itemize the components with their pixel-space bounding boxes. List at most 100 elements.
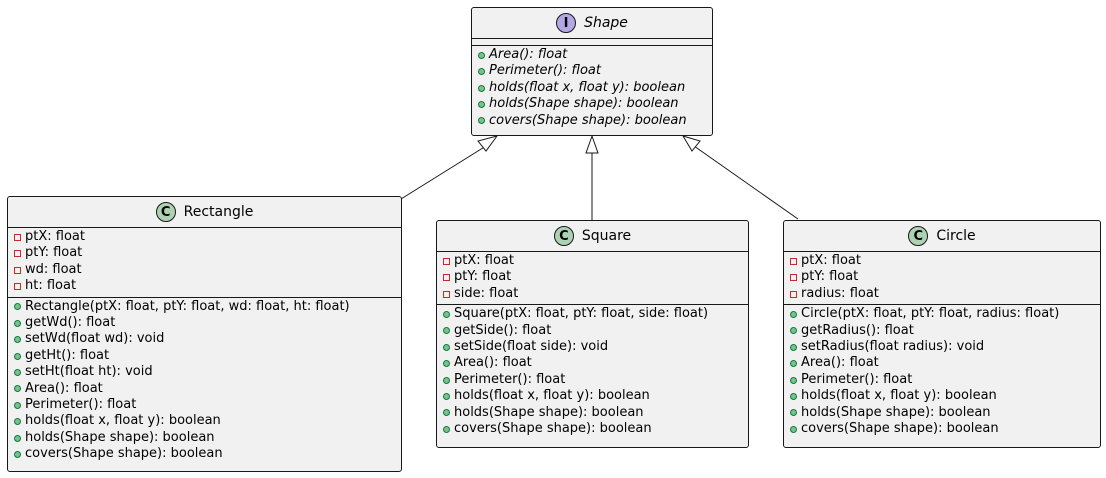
method-row: getSide(): float	[437, 323, 748, 339]
public-visibility-icon	[478, 68, 485, 76]
public-visibility-icon	[443, 425, 450, 433]
square-generalization-arrowhead	[585, 134, 599, 154]
field-row: ptX: float	[437, 253, 748, 269]
public-visibility-icon	[478, 117, 485, 125]
shape-interface-name: Shape	[584, 15, 628, 31]
method-row: setSide(float side): void	[437, 339, 748, 355]
public-visibility-icon	[790, 392, 797, 400]
public-visibility-icon	[790, 343, 797, 351]
public-visibility-icon	[14, 418, 21, 426]
square-class-header: C Square	[437, 221, 748, 252]
public-visibility-icon	[14, 450, 21, 458]
method-row: setRadius(float radius): void	[784, 339, 1100, 355]
square-class-name: Square	[581, 228, 632, 244]
public-visibility-icon	[14, 385, 21, 393]
private-visibility-icon	[443, 257, 450, 265]
private-visibility-icon	[14, 233, 21, 241]
private-visibility-icon	[790, 290, 797, 298]
interface-icon: I	[556, 13, 577, 33]
public-visibility-icon	[443, 376, 450, 384]
field-row: ptY: float	[437, 269, 748, 285]
field-row: ptY: float	[784, 269, 1100, 285]
method-row: covers(Shape shape): boolean	[437, 421, 748, 437]
public-visibility-icon	[790, 409, 797, 417]
method-row: setWd(float wd): void	[8, 331, 401, 347]
private-visibility-icon	[14, 266, 21, 274]
method-row: Area(): float	[472, 47, 712, 63]
rectangle-class-box: C Rectangle ptX: float ptY: float wd: fl…	[7, 196, 402, 472]
method-row: holds(float x, float y): boolean	[472, 80, 712, 96]
method-row: Perimeter(): float	[437, 372, 748, 388]
square-methods-section: Square(ptX: float, ptY: float, side: flo…	[437, 304, 748, 439]
public-visibility-icon	[790, 425, 797, 433]
rectangle-methods-section: Rectangle(ptX: float, ptY: float, wd: fl…	[8, 296, 401, 465]
circle-fields-section: ptX: float ptY: float radius: float	[784, 252, 1100, 304]
method-row: covers(Shape shape): boolean	[472, 113, 712, 129]
field-row: wd: float	[8, 262, 401, 278]
public-visibility-icon	[443, 360, 450, 368]
rectangle-generalization-arrowhead	[477, 135, 499, 152]
public-visibility-icon	[790, 360, 797, 368]
public-visibility-icon	[443, 409, 450, 417]
method-row: holds(Shape shape): boolean	[8, 430, 401, 446]
public-visibility-icon	[443, 343, 450, 351]
method-row: holds(Shape shape): boolean	[472, 96, 712, 112]
public-visibility-icon	[14, 368, 21, 376]
circle-class-box: C Circle ptX: float ptY: float radius: f…	[783, 220, 1101, 448]
method-row: Circle(ptX: float, ptY: float, radius: f…	[784, 306, 1100, 322]
rectangle-class-name: Rectangle	[183, 204, 254, 220]
rectangle-class-header: C Rectangle	[8, 197, 401, 228]
public-visibility-icon	[443, 310, 450, 318]
method-row: holds(Shape shape): boolean	[784, 405, 1100, 421]
shape-interface-header: I Shape	[472, 8, 712, 39]
public-visibility-icon	[478, 84, 485, 92]
public-visibility-icon	[790, 376, 797, 384]
method-row: Area(): float	[784, 355, 1100, 371]
method-row: covers(Shape shape): boolean	[8, 446, 401, 462]
circle-class-header: C Circle	[784, 221, 1100, 252]
class-icon: C	[553, 226, 574, 246]
method-row: getHt(): float	[8, 348, 401, 364]
field-row: ptX: float	[784, 253, 1100, 269]
rectangle-inherits-shape-line	[400, 145, 487, 200]
method-row: Perimeter(): float	[8, 397, 401, 413]
public-visibility-icon	[14, 319, 21, 327]
private-visibility-icon	[14, 250, 21, 258]
method-row: holds(float x, float y): boolean	[8, 413, 401, 429]
method-row: Perimeter(): float	[784, 372, 1100, 388]
shape-interface-box: I Shape Area(): float Perimeter(): float…	[471, 7, 713, 136]
private-visibility-icon	[14, 282, 21, 290]
public-visibility-icon	[443, 392, 450, 400]
public-visibility-icon	[14, 352, 21, 360]
field-row: side: float	[437, 286, 748, 302]
method-row: Square(ptX: float, ptY: float, side: flo…	[437, 306, 748, 322]
class-icon: C	[155, 202, 176, 222]
rectangle-fields-section: ptX: float ptY: float wd: float ht: floa…	[8, 228, 401, 297]
private-visibility-icon	[443, 290, 450, 298]
public-visibility-icon	[14, 401, 21, 409]
method-row: getRadius(): float	[784, 323, 1100, 339]
field-row: ptX: float	[8, 229, 401, 245]
circle-inherits-shape-line	[693, 145, 799, 220]
method-row: holds(float x, float y): boolean	[784, 388, 1100, 404]
circle-generalization-arrowhead	[681, 135, 701, 152]
class-icon: C	[908, 226, 929, 246]
square-class-box: C Square ptX: float ptY: float side: flo…	[436, 220, 749, 448]
method-row: covers(Shape shape): boolean	[784, 421, 1100, 437]
public-visibility-icon	[478, 100, 485, 108]
method-row: holds(Shape shape): boolean	[437, 405, 748, 421]
circle-methods-section: Circle(ptX: float, ptY: float, radius: f…	[784, 304, 1100, 439]
private-visibility-icon	[443, 274, 450, 282]
public-visibility-icon	[14, 336, 21, 344]
public-visibility-icon	[443, 327, 450, 335]
field-row: radius: float	[784, 286, 1100, 302]
private-visibility-icon	[790, 257, 797, 265]
method-row: getWd(): float	[8, 315, 401, 331]
method-row: holds(float x, float y): boolean	[437, 388, 748, 404]
field-row: ptY: float	[8, 245, 401, 261]
method-row: Area(): float	[8, 381, 401, 397]
public-visibility-icon	[790, 327, 797, 335]
method-row: Area(): float	[437, 355, 748, 371]
shape-methods-section: Area(): float Perimeter(): float holds(f…	[472, 45, 712, 131]
